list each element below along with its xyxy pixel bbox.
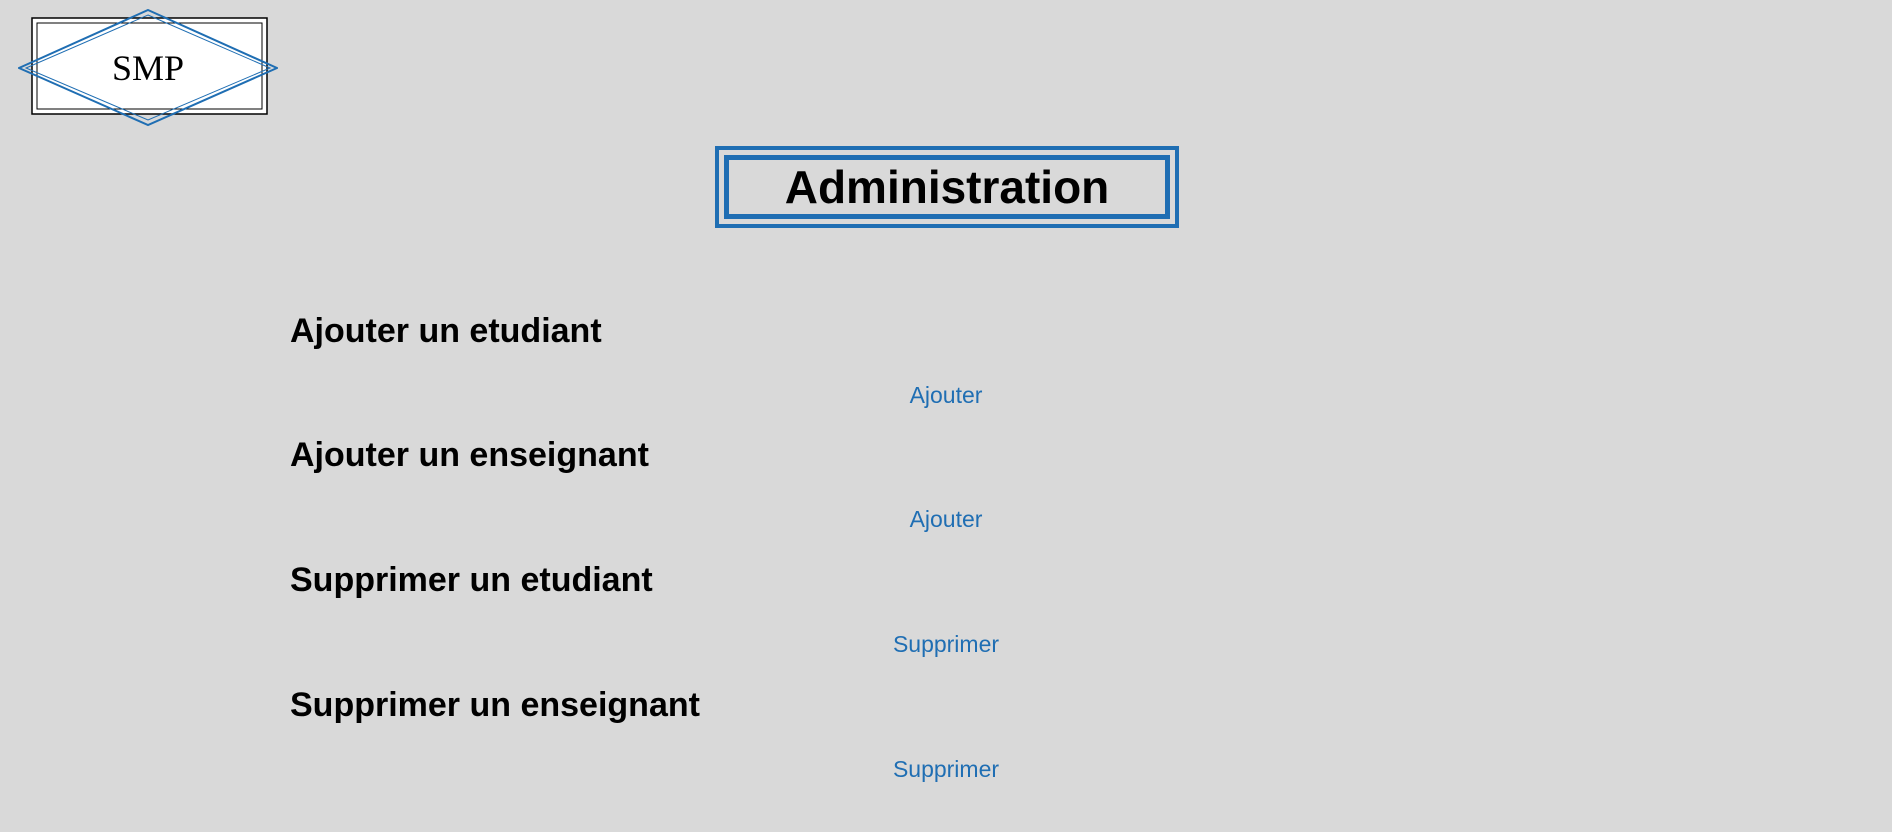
logo-text: SMP bbox=[112, 48, 184, 88]
add-student-link[interactable]: Ajouter bbox=[0, 384, 1892, 407]
add-teacher-link[interactable]: Ajouter bbox=[0, 508, 1892, 531]
delete-student-link-label[interactable]: Supprimer bbox=[892, 631, 1000, 657]
logo: SMP bbox=[18, 9, 278, 127]
delete-teacher-link[interactable]: Supprimer bbox=[0, 758, 1892, 781]
page-title-inner: Administration bbox=[724, 155, 1170, 219]
page-title: Administration bbox=[784, 161, 1110, 213]
delete-student-link[interactable]: Supprimer bbox=[0, 633, 1892, 656]
section-heading-delete-teacher: Supprimer un enseignant bbox=[290, 686, 700, 724]
section-heading-add-student: Ajouter un etudiant bbox=[290, 312, 602, 350]
add-student-link-label[interactable]: Ajouter bbox=[909, 382, 983, 408]
add-teacher-link-label[interactable]: Ajouter bbox=[909, 506, 983, 532]
section-heading-add-teacher: Ajouter un enseignant bbox=[290, 436, 649, 474]
section-heading-delete-student: Supprimer un etudiant bbox=[290, 561, 653, 599]
delete-teacher-link-label[interactable]: Supprimer bbox=[892, 756, 1000, 782]
page-title-box: Administration bbox=[715, 146, 1179, 228]
